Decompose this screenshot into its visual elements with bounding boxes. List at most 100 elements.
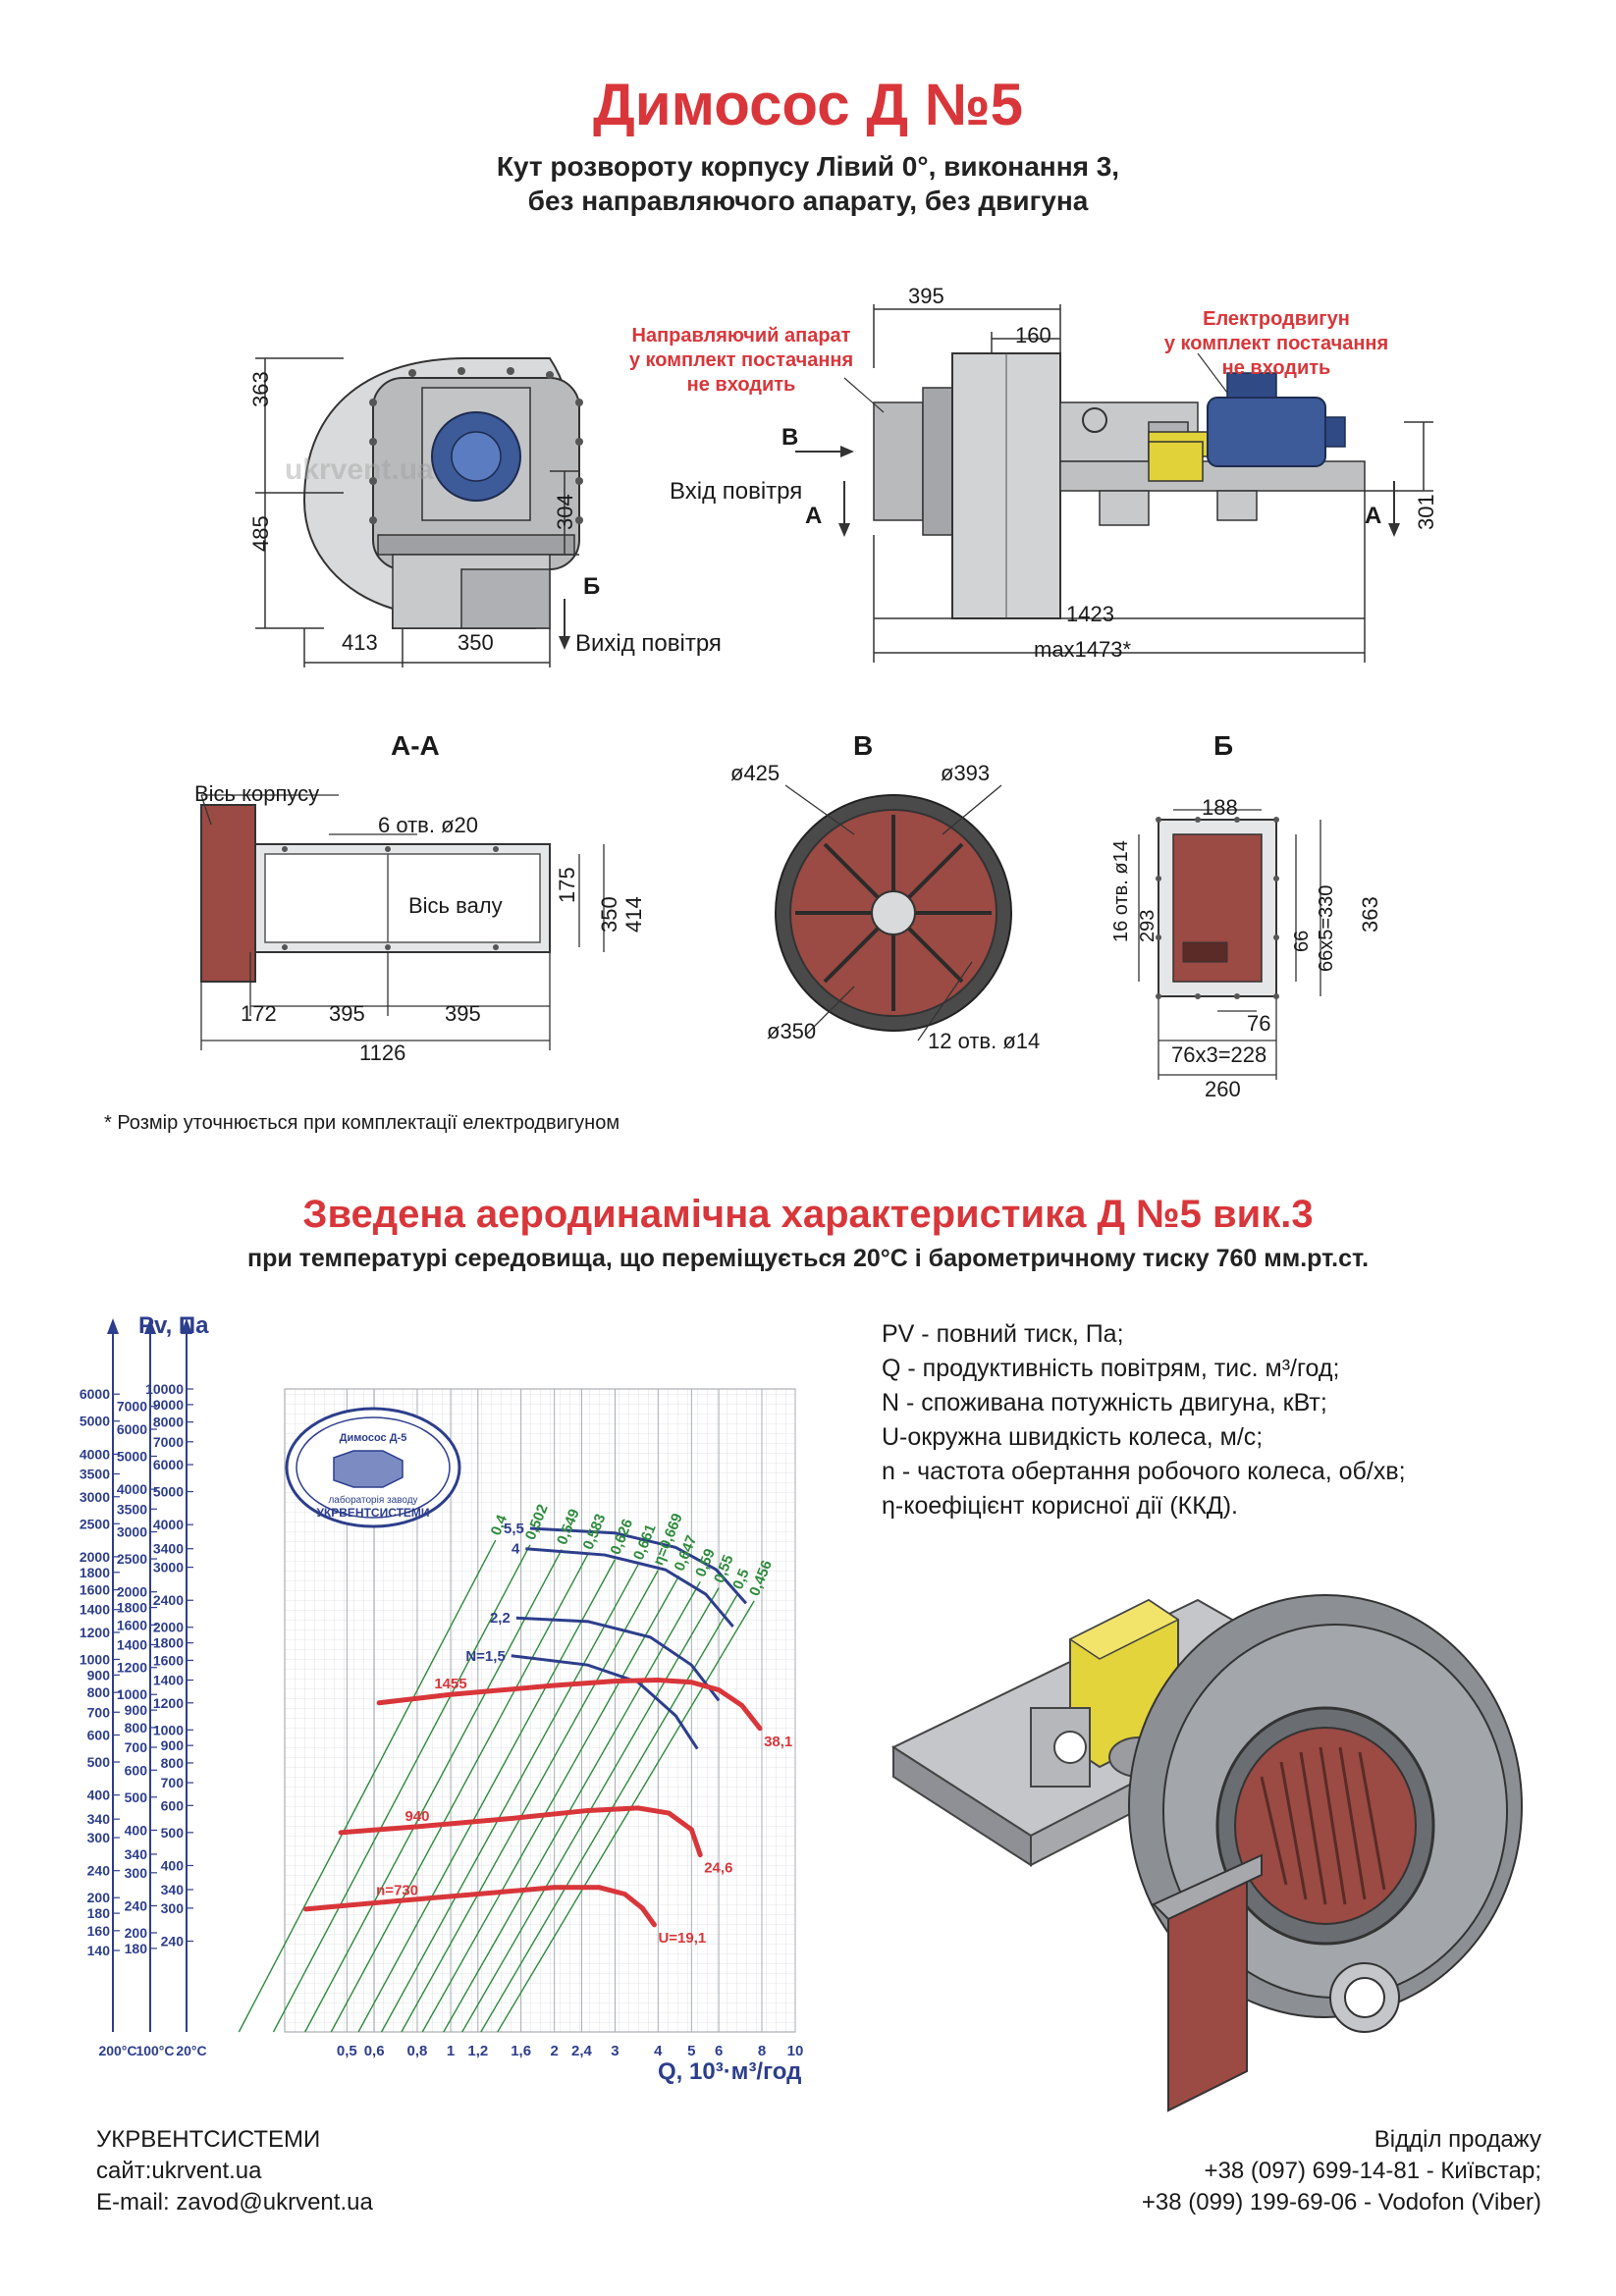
- y-tick-label: 1400: [153, 1673, 184, 1688]
- y-tick-label: 340: [87, 1811, 111, 1827]
- dim-side-160: 160: [1015, 323, 1051, 347]
- dim-aa-175: 175: [555, 867, 579, 903]
- x-tick-label: 8: [758, 2043, 766, 2059]
- power-curve: [525, 1547, 734, 1628]
- dim-front-h-top: 363: [248, 371, 273, 407]
- footer-email[interactable]: E-mail: zavod@ukrvent.ua: [96, 2189, 373, 2216]
- y-tick-label: 1000: [80, 1651, 110, 1667]
- b-d363: 363: [1358, 896, 1382, 933]
- efficiency-label: 0,4: [488, 1512, 512, 1537]
- y-axis-arrow: [144, 1318, 156, 1334]
- x-tick-label: 0,6: [364, 2043, 385, 2059]
- footer-company: УКРВЕНТСИСТЕМИ: [96, 2126, 321, 2153]
- aero-title: Зведена аеродинамічна характеристика Д №…: [302, 1193, 1314, 1236]
- stamp-line1: Димосос Д-5: [340, 1432, 407, 1444]
- section-aa-title: А-А: [391, 730, 440, 761]
- b-d76: 76: [1247, 1011, 1271, 1036]
- speed-label: n=730: [376, 1883, 418, 1899]
- y-tick-label: 500: [161, 1825, 185, 1841]
- y-tick-label: 8000: [153, 1415, 184, 1430]
- y-tick-label: 3500: [80, 1467, 110, 1482]
- y-tick-label: 5000: [153, 1484, 184, 1500]
- x-tick-label: 0,5: [337, 2043, 357, 2059]
- section-b-marker: Б: [583, 573, 601, 600]
- efficiency-ray: [238, 1539, 497, 2033]
- x-tick-label: 1,2: [467, 2043, 488, 2059]
- efficiency-ray: [443, 1581, 701, 2033]
- legend-u: U-окружна швидкість колеса, м/с;: [882, 1423, 1264, 1451]
- y-tick-label: 300: [87, 1830, 111, 1845]
- y-axis-arrow: [107, 1318, 119, 1334]
- y-tick-label: 900: [125, 1702, 148, 1718]
- dim-front-h-outlet: 304: [553, 494, 577, 530]
- lab-stamp: Димосос Д-5 лабораторія заводу УКРВЕНТСИ…: [285, 1407, 461, 1528]
- dim-aa-395a: 395: [329, 1001, 365, 1026]
- y-tick-label: 800: [161, 1755, 185, 1771]
- y-tick-label: 700: [125, 1739, 148, 1755]
- y-tick-label: 3500: [117, 1501, 147, 1517]
- b-d188: 188: [1202, 795, 1238, 820]
- y-tick-label: 240: [87, 1863, 111, 1879]
- y-tick-label: 300: [125, 1865, 148, 1881]
- pressure-curve: [376, 1678, 763, 1732]
- footer-site[interactable]: сайт:ukrvent.ua: [96, 2158, 262, 2184]
- axis-shaft-label: Вісь валу: [408, 893, 503, 918]
- b-d66x5: 66х5=330: [1316, 884, 1337, 972]
- v-d350: ø350: [767, 1019, 817, 1043]
- y-tick-label: 3000: [80, 1489, 110, 1505]
- chart-xlabel: Q, 10³·м³/год: [658, 2058, 802, 2085]
- aa-holes-label: 6 отв. ø20: [378, 813, 478, 837]
- u-label: U=19,1: [658, 1930, 706, 1947]
- y-tick-label: 3000: [117, 1524, 147, 1540]
- section-aa-drawing: [200, 794, 605, 1050]
- x-tick-label: 6: [715, 2043, 723, 2059]
- footer-left: УКРВЕНТСИСТЕМИ сайт:ukrvent.ua E-mail: z…: [96, 2124, 373, 2218]
- y-tick-label: 800: [87, 1684, 111, 1700]
- axis-body-label: Вісь корпусу: [194, 781, 320, 806]
- efficiency-ray: [497, 1600, 755, 2033]
- dim-side-len: 1423: [1066, 602, 1114, 626]
- section-v-title: В: [853, 730, 874, 761]
- efficiency-ray: [357, 1559, 617, 2033]
- y-tick-label: 700: [161, 1775, 185, 1790]
- chart-legend: PV - повний тиск, Па; Q - продуктивність…: [882, 1317, 1406, 1523]
- side-view-drawing: [795, 304, 1433, 663]
- b-d293: 293: [1137, 909, 1158, 942]
- footer-phone1[interactable]: +38 (097) 699-14-81 - Київстар;: [1204, 2158, 1541, 2184]
- dim-front-h-bottom: 485: [248, 515, 273, 552]
- section-v-marker: В: [781, 424, 799, 451]
- dim-aa-350: 350: [597, 896, 621, 933]
- efficiency-ray: [401, 1570, 659, 2033]
- dim-aa-414: 414: [621, 896, 646, 933]
- x-tick-label: 10: [787, 2043, 804, 2059]
- efficiency-ray: [304, 1549, 563, 2033]
- dim-side-395: 395: [908, 284, 944, 308]
- y-tick-label: 4000: [80, 1446, 110, 1462]
- stamp-line3: УКРВЕНТСИСТЕМИ: [316, 1506, 429, 1520]
- y-tick-label: 1600: [117, 1617, 147, 1632]
- dim-front-w-right: 350: [458, 630, 494, 655]
- y-tick-label: 5000: [117, 1448, 147, 1464]
- x-tick-label: 1,6: [511, 2043, 531, 2059]
- y-tick-label: 1600: [153, 1652, 184, 1668]
- y-tick-label: 1200: [153, 1695, 184, 1711]
- footer-dept: Відділ продажу: [1374, 2126, 1541, 2153]
- footer-phone2[interactable]: +38 (099) 199-69-06 - Vodofon (Viber): [1141, 2189, 1541, 2216]
- x-tick-label: 4: [654, 2043, 663, 2059]
- efficiency-ray: [421, 1575, 680, 2033]
- x-tick-label: 1: [447, 2043, 455, 2059]
- power-label: 5,5: [504, 1521, 524, 1537]
- y-tick-label: 140: [87, 1943, 111, 1958]
- y-tick-label: 1000: [117, 1686, 147, 1702]
- y-tick-label: 200: [87, 1890, 111, 1905]
- dim-front-w-left: 413: [342, 630, 378, 655]
- outlet-label: Вихід повітря: [575, 630, 722, 657]
- y-tick-label: 400: [125, 1822, 148, 1838]
- temp-axis-label: 20°С: [176, 2043, 206, 2058]
- y-tick-label: 2400: [153, 1592, 184, 1608]
- dim-aa-172: 172: [241, 1001, 277, 1026]
- efficiency-ray: [272, 1544, 531, 2033]
- y-tick-label: 6000: [117, 1421, 147, 1437]
- legend-rpm: n - частота обертання робочого колеса, о…: [882, 1458, 1406, 1485]
- page-title: Димосос Д №5: [592, 72, 1024, 137]
